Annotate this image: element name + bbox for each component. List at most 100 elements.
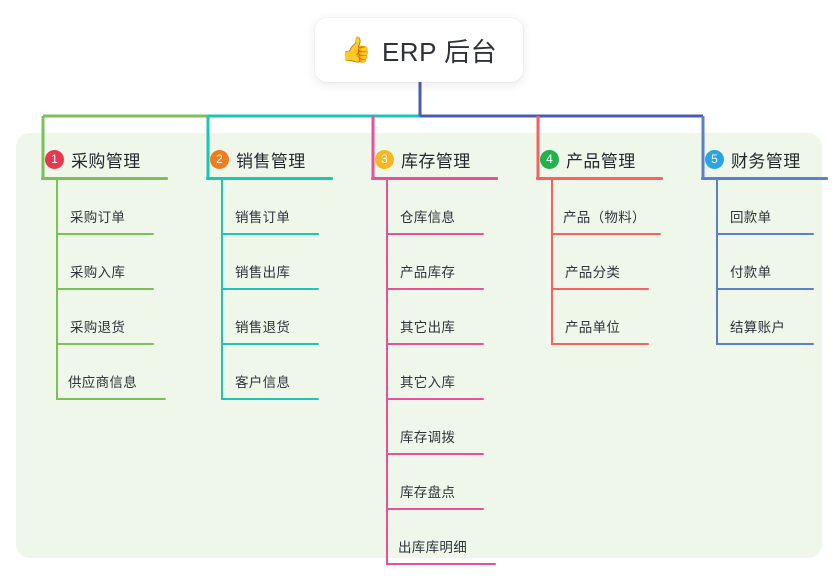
branch-item-underline xyxy=(221,398,319,400)
branch-item-label: 产品分类 xyxy=(565,265,621,280)
branch-header-1[interactable]: 1 采购管理 xyxy=(39,143,204,175)
branch-underline xyxy=(371,177,498,180)
branch-item[interactable]: 销售退货 xyxy=(221,290,319,345)
branch-columns: 1 采购管理采购订单采购入库采购退货供应商信息 2 销售管理销售订单销售出库销售退货客… xyxy=(16,133,828,565)
branch-item-underline xyxy=(221,233,319,235)
branch-items: 回款单付款单结算账户 xyxy=(716,180,839,345)
branch-item-label: 其它出库 xyxy=(400,320,456,335)
branch-item[interactable]: 付款单 xyxy=(716,235,814,290)
branch-underline xyxy=(536,177,663,180)
branch-item-underline xyxy=(386,453,484,455)
branch-header-4[interactable]: 4 产品管理 xyxy=(534,143,699,175)
branch-item-underline xyxy=(221,343,319,345)
branch-underline xyxy=(701,177,828,180)
branch-item-label: 仓库信息 xyxy=(400,210,456,225)
branch-item[interactable]: 采购入库 xyxy=(56,235,154,290)
branch-item[interactable]: 回款单 xyxy=(716,180,814,235)
branch-spine xyxy=(221,180,223,400)
branch-badge: 1 xyxy=(45,149,64,169)
branch-item[interactable]: 产品单位 xyxy=(551,290,649,345)
branch-header-5[interactable]: 5 财务管理 xyxy=(699,143,839,175)
branch-item-underline xyxy=(56,233,154,235)
branch-item-label: 产品（物料） xyxy=(563,210,646,225)
branch-item-underline xyxy=(716,343,814,345)
branch-item[interactable]: 库存调拨 xyxy=(386,400,484,455)
branch-item-label: 销售退货 xyxy=(235,320,291,335)
branch-item-label: 回款单 xyxy=(730,210,772,225)
branch-item-underline xyxy=(551,343,649,345)
branch-item-label: 结算账户 xyxy=(730,320,786,335)
branches-panel xyxy=(16,133,822,558)
branch-items: 产品（物料） 产品分类产品单位 xyxy=(551,180,699,345)
branch-item-label: 库存盘点 xyxy=(400,485,456,500)
branch-column-5: 5 财务管理回款单付款单结算账户 xyxy=(699,133,839,558)
branch-item-label: 出库库明细 xyxy=(398,540,467,555)
branch-column-4: 4 产品管理产品（物料） 产品分类产品单位 xyxy=(534,133,699,558)
branch-item-label: 其它入库 xyxy=(400,375,456,390)
root-node[interactable]: 👍 ERP 后台 xyxy=(315,18,523,82)
branch-item-underline xyxy=(716,288,814,290)
branch-item-label: 产品库存 xyxy=(400,265,456,280)
branch-item-underline xyxy=(56,343,154,345)
branch-spine xyxy=(716,180,718,345)
branch-title: 财务管理 xyxy=(731,151,801,171)
branch-item-underline xyxy=(551,288,649,290)
branch-header-3[interactable]: 3 库存管理 xyxy=(369,143,534,175)
branch-item-underline xyxy=(386,398,484,400)
branch-item[interactable]: 销售出库 xyxy=(221,235,319,290)
branch-column-3: 3 库存管理仓库信息产品库存其它出库其它入库库存调拨库存盘点出库库明细 xyxy=(369,133,534,565)
branch-item-label: 库存调拨 xyxy=(400,430,456,445)
branch-item[interactable]: 出库库明细 xyxy=(386,510,496,565)
branch-item-underline xyxy=(56,288,154,290)
branch-item-underline xyxy=(716,233,814,235)
branch-item-underline xyxy=(386,508,484,510)
branch-item-label: 采购订单 xyxy=(70,210,126,225)
branch-item-label: 采购退货 xyxy=(70,320,126,335)
branch-item-label: 产品单位 xyxy=(565,320,621,335)
branch-title: 采购管理 xyxy=(71,151,141,171)
branch-item-label: 采购入库 xyxy=(70,265,126,280)
branch-item[interactable]: 销售订单 xyxy=(221,180,319,235)
branch-item-underline xyxy=(386,288,484,290)
branch-badge: 5 xyxy=(705,149,724,169)
branch-items: 销售订单销售出库销售退货客户信息 xyxy=(221,180,369,400)
branch-item[interactable]: 采购订单 xyxy=(56,180,154,235)
branch-spine xyxy=(56,180,58,400)
branch-item[interactable]: 产品分类 xyxy=(551,235,649,290)
branch-item[interactable]: 供应商信息 xyxy=(56,345,166,400)
branch-spine xyxy=(551,180,553,345)
root-title: ERP 后台 xyxy=(381,36,498,67)
branch-item-label: 销售订单 xyxy=(235,210,291,225)
branch-item[interactable]: 库存盘点 xyxy=(386,455,484,510)
branch-item-underline xyxy=(386,343,484,345)
branch-item-label: 供应商信息 xyxy=(68,375,137,390)
branch-column-2: 2 销售管理销售订单销售出库销售退货客户信息 xyxy=(204,133,369,558)
branch-title: 库存管理 xyxy=(401,151,471,171)
branch-item-underline xyxy=(386,563,496,565)
branch-item-underline xyxy=(221,288,319,290)
branch-badge: 2 xyxy=(210,149,229,169)
branch-spine xyxy=(386,180,388,565)
branch-item[interactable]: 仓库信息 xyxy=(386,180,484,235)
branch-item[interactable]: 其它出库 xyxy=(386,290,484,345)
branch-item[interactable]: 结算账户 xyxy=(716,290,814,345)
branch-item[interactable]: 产品（物料） xyxy=(551,180,661,235)
branch-badge: 4 xyxy=(540,149,559,169)
branch-item[interactable]: 客户信息 xyxy=(221,345,319,400)
branch-header-2[interactable]: 2 销售管理 xyxy=(204,143,369,175)
branch-item[interactable]: 采购退货 xyxy=(56,290,154,345)
branch-item[interactable]: 产品库存 xyxy=(386,235,484,290)
branch-item-label: 客户信息 xyxy=(235,375,291,390)
branch-column-1: 1 采购管理采购订单采购入库采购退货供应商信息 xyxy=(39,133,204,558)
branch-title: 销售管理 xyxy=(236,151,306,171)
branch-item-underline xyxy=(551,233,661,235)
branch-item-underline xyxy=(56,398,166,400)
thumbs-up-icon: 👍 xyxy=(340,35,372,64)
branch-badge: 3 xyxy=(375,149,394,169)
branch-title: 产品管理 xyxy=(566,151,636,171)
branch-item-label: 销售出库 xyxy=(235,265,291,280)
branch-item[interactable]: 其它入库 xyxy=(386,345,484,400)
branch-underline xyxy=(206,177,333,180)
branch-items: 采购订单采购入库采购退货供应商信息 xyxy=(56,180,204,400)
